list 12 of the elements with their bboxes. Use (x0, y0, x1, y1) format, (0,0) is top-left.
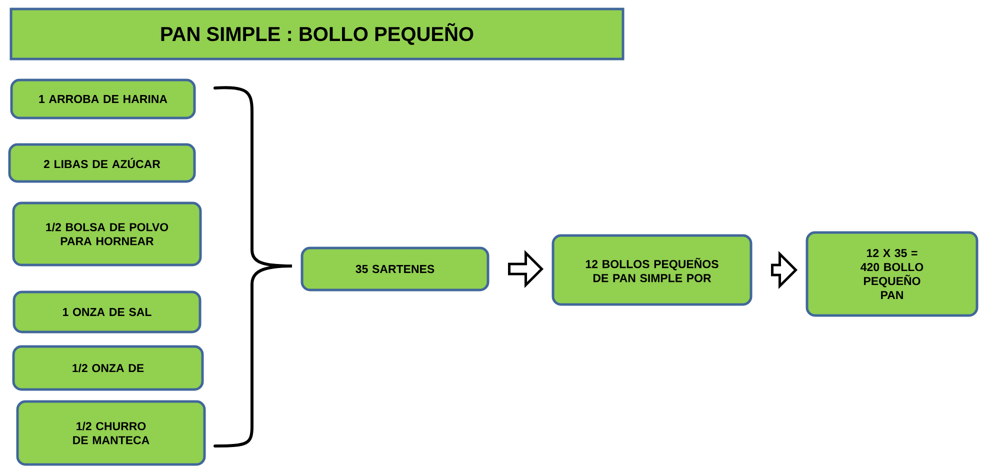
ingredient-box: 1 ONZA DE SAL (12, 290, 202, 334)
ingredient-box: 1/2 ONZA DE (12, 345, 204, 391)
block-arrow (508, 250, 544, 288)
ingredient-box: 12 BOLLOS PEQUEÑOS DE PAN SIMPLE POR (552, 234, 752, 306)
title-banner: PAN SIMPLE : BOLLO PEQUEÑO (10, 8, 624, 60)
ingredient-box: 12 X 35 = 420 BOLLO PEQUEÑO PAN (806, 231, 978, 317)
ingredient-box: 35 SARTENES (300, 246, 490, 292)
ingredient-box: 1 ARROBA DE HARINA (10, 78, 196, 120)
ingredient-box: 1/2 CHURRO DE MANTECA (16, 400, 206, 466)
ingredient-box: 1/2 BOLSA DE POLVO PARA HORNEAR (12, 202, 202, 266)
block-arrow (771, 250, 798, 290)
ingredient-box: 2 LIBAS DE AZÚCAR (8, 143, 196, 183)
